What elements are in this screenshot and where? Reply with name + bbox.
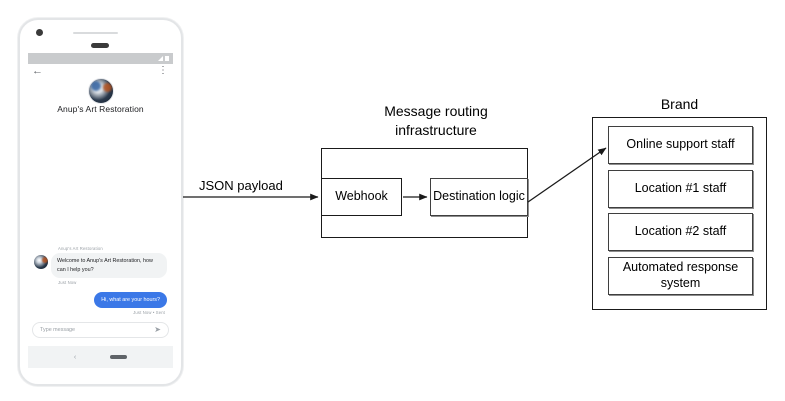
outgoing-message-bubble: Hi, what are your hours? [94,291,167,308]
back-arrow-icon[interactable]: ← [32,65,43,77]
chat-app-bar: ← ⋮ [28,64,173,77]
infrastructure-title: Message routing infrastructure [384,103,488,138]
brand-item-location-2-staff: Location #2 staff [608,213,753,251]
brand-item-location-1-staff: Location #1 staff [608,170,753,208]
message-input[interactable]: Type message [40,327,76,333]
avatar-highlight-warm [102,83,112,92]
phone-screen: ← ⋮ Anup's Art Restoration Anup's Art Re… [28,64,173,341]
overflow-menu-icon[interactable]: ⋮ [158,65,168,76]
send-icon[interactable]: ➤ [154,325,161,334]
conversation-thread: Anup's Art Restoration Welcome to Anup's… [28,246,173,315]
status-bar-icons [158,56,169,61]
list-item: Hi, what are your hours? [34,291,167,308]
incoming-message-bubble: Welcome to Anup's Art Restoration, how c… [51,253,167,278]
webhook-node: Webhook [321,178,402,216]
brand-title: Brand [660,96,699,112]
phone-status-bar [28,53,173,64]
avatar-highlight-blue [90,81,101,91]
phone-mockup: ← ⋮ Anup's Art Restoration Anup's Art Re… [18,18,183,386]
phone-bezel-top [20,20,181,52]
brand-item-online-support-staff: Online support staff [608,126,753,164]
avatar [87,78,114,104]
earpiece-line [73,32,118,34]
front-camera-icon [36,29,43,36]
avatar [34,255,48,270]
phone-nav-bar: ‹ [28,346,173,368]
message-sender-label: Anup's Art Restoration [58,246,103,252]
page-title: Anup's Art Restoration [57,104,144,114]
avatar-highlight-warm [42,257,48,264]
earpiece-speaker [91,43,109,48]
destination-logic-node: Destination logic [430,178,528,216]
brand-item-automated-response-system: Automated response system [608,257,753,295]
nav-back-icon[interactable]: ‹ [73,353,77,361]
home-pill-indicator[interactable] [110,355,128,359]
message-timestamp: Just Now • Sent [133,310,165,315]
battery-icon [165,56,169,61]
signal-triangle-icon [158,56,163,61]
json-payload-label: JSON payload [199,178,283,193]
message-composer[interactable]: Type message ➤ [32,322,169,338]
list-item: Welcome to Anup's Art Restoration, how c… [34,253,167,278]
message-timestamp: Just Now [58,279,77,285]
